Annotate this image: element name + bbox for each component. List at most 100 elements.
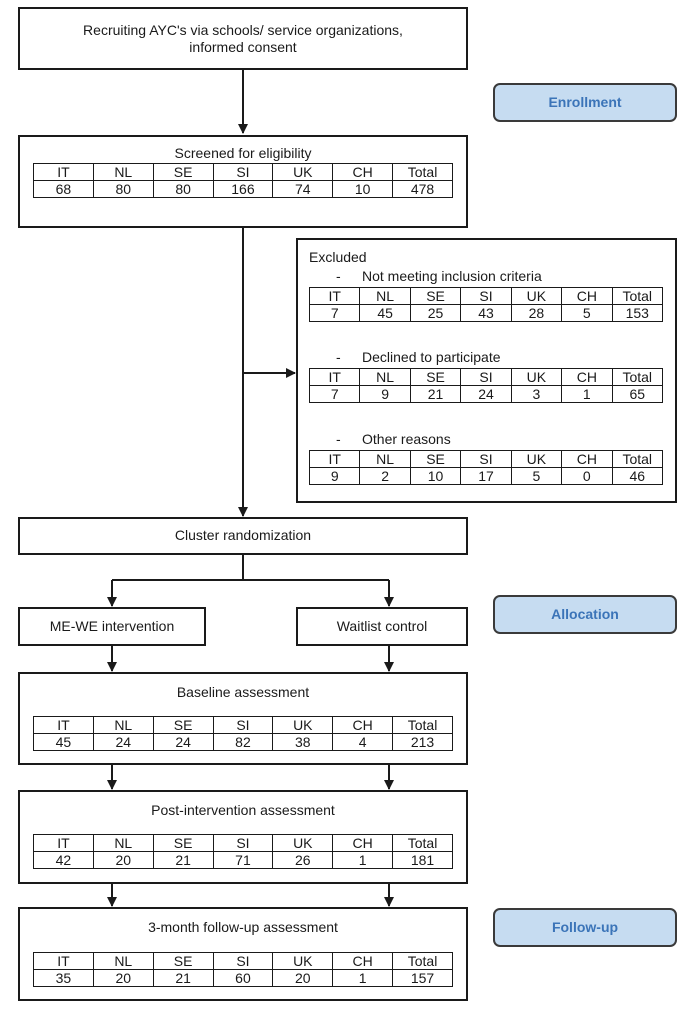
table-header-row: IT NL SE SI UK CH Total [308, 368, 664, 386]
table-values-row: 42 20 21 71 26 1 181 [33, 851, 453, 869]
recruiting-text: Recruiting AYC's via schools/ service or… [83, 22, 403, 55]
baseline-box: Baseline assessment IT NL SE SI UK CH To… [18, 672, 468, 765]
col-header-ch: CH [332, 163, 394, 181]
table-values-row: 7 45 25 43 28 5 153 [308, 304, 664, 322]
col-header-ch: CH [332, 834, 394, 852]
col-header-se: SE [152, 834, 214, 852]
col-header-se: SE [409, 368, 462, 386]
value-nl: 20 [92, 851, 154, 869]
col-header-nl: NL [359, 287, 411, 305]
bullet-dash: - [336, 431, 341, 447]
value-se: 21 [152, 969, 214, 987]
col-header-nl: NL [92, 834, 154, 852]
phase-allocation: Allocation [493, 595, 677, 634]
bullet-dash: - [336, 268, 341, 284]
col-header-it: IT [33, 716, 94, 734]
screened-box: Screened for eligibility IT NL SE SI UK … [18, 135, 468, 228]
value-ch: 1 [332, 969, 394, 987]
col-header-si: SI [212, 716, 274, 734]
col-header-nl: NL [359, 450, 411, 468]
value-uk: 38 [272, 733, 334, 751]
col-header-it: IT [308, 368, 361, 386]
col-header-si: SI [460, 450, 512, 468]
phase-enrollment: Enrollment [493, 83, 677, 122]
value-total: 65 [611, 385, 664, 403]
value-it: 9 [308, 467, 361, 485]
screened-values-row: 68 80 80 166 74 10 478 [33, 180, 453, 198]
followup-table: IT NL SE SI UK CH Total 35 20 21 60 20 1… [33, 952, 453, 987]
col-header-ch: CH [561, 287, 613, 305]
screened-header-row: IT NL SE SI UK CH Total [33, 163, 453, 181]
value-se: 24 [152, 733, 214, 751]
value-total: 478 [392, 180, 453, 198]
col-header-ch: CH [332, 952, 394, 970]
screened-table: IT NL SE SI UK CH Total 68 80 80 166 74 … [33, 163, 453, 198]
value-ch: 4 [332, 733, 394, 751]
value-uk: 26 [272, 851, 334, 869]
control-box: Waitlist control [296, 607, 468, 646]
col-header-total: Total [611, 450, 664, 468]
value-uk: 28 [510, 304, 563, 322]
excluded-declined-label: -Declined to participate [336, 349, 501, 365]
randomization-text: Cluster randomization [174, 527, 312, 543]
excluded-declined-text: Declined to participate [362, 349, 501, 365]
col-header-total: Total [392, 834, 453, 852]
recruiting-box: Recruiting AYC's via schools/ service or… [18, 7, 468, 70]
value-ch: 1 [561, 385, 613, 403]
col-header-si: SI [212, 834, 274, 852]
randomization-box: Cluster randomization [18, 517, 468, 555]
table-header-row: IT NL SE SI UK CH Total [308, 450, 664, 468]
col-header-uk: UK [272, 716, 334, 734]
value-it: 7 [308, 304, 361, 322]
col-header-si: SI [212, 163, 274, 181]
followup-box: 3-month follow-up assessment IT NL SE SI… [18, 907, 468, 1001]
value-se: 25 [409, 304, 462, 322]
value-nl: 2 [359, 467, 411, 485]
value-se: 21 [152, 851, 214, 869]
value-it: 45 [33, 733, 94, 751]
value-it: 7 [308, 385, 361, 403]
value-uk: 20 [272, 969, 334, 987]
col-header-uk: UK [510, 368, 563, 386]
col-header-uk: UK [510, 450, 563, 468]
value-si: 24 [460, 385, 512, 403]
value-nl: 20 [92, 969, 154, 987]
col-header-nl: NL [92, 952, 154, 970]
value-nl: 9 [359, 385, 411, 403]
col-header-se: SE [409, 287, 462, 305]
value-total: 46 [611, 467, 664, 485]
followup-title: 3-month follow-up assessment [148, 919, 338, 935]
table-header-row: IT NL SE SI UK CH Total [308, 287, 664, 305]
value-it: 42 [33, 851, 94, 869]
post-intervention-box: Post-intervention assessment IT NL SE SI… [18, 790, 468, 884]
col-header-nl: NL [92, 163, 154, 181]
excluded-criteria-label: - Not meeting inclusion criteria [336, 268, 542, 284]
col-header-total: Total [611, 368, 664, 386]
col-header-ch: CH [561, 450, 613, 468]
col-header-it: IT [33, 163, 94, 181]
post-intervention-title: Post-intervention assessment [151, 802, 335, 818]
value-si: 17 [460, 467, 512, 485]
col-header-uk: UK [272, 952, 334, 970]
table-values-row: 45 24 24 82 38 4 213 [33, 733, 453, 751]
table-header-row: IT NL SE SI UK CH Total [33, 952, 453, 970]
table-header-row: IT NL SE SI UK CH Total [33, 716, 453, 734]
value-ch: 5 [561, 304, 613, 322]
table-values-row: 7 9 21 24 3 1 65 [308, 385, 664, 403]
value-it: 68 [33, 180, 94, 198]
value-nl: 45 [359, 304, 411, 322]
value-uk: 5 [510, 467, 563, 485]
table-header-row: IT NL SE SI UK CH Total [33, 834, 453, 852]
value-si: 71 [212, 851, 274, 869]
excluded-box: Excluded -Not meeting inclusion criteria… [296, 238, 677, 503]
value-ch: 1 [332, 851, 394, 869]
col-header-ch: CH [332, 716, 394, 734]
excluded-criteria-text: Not meeting inclusion criteria [362, 268, 542, 284]
col-header-se: SE [152, 716, 214, 734]
value-ch: 0 [561, 467, 613, 485]
value-se: 80 [152, 180, 214, 198]
value-se: 10 [409, 467, 462, 485]
intervention-text: ME-WE intervention [49, 618, 175, 634]
col-header-uk: UK [272, 163, 334, 181]
